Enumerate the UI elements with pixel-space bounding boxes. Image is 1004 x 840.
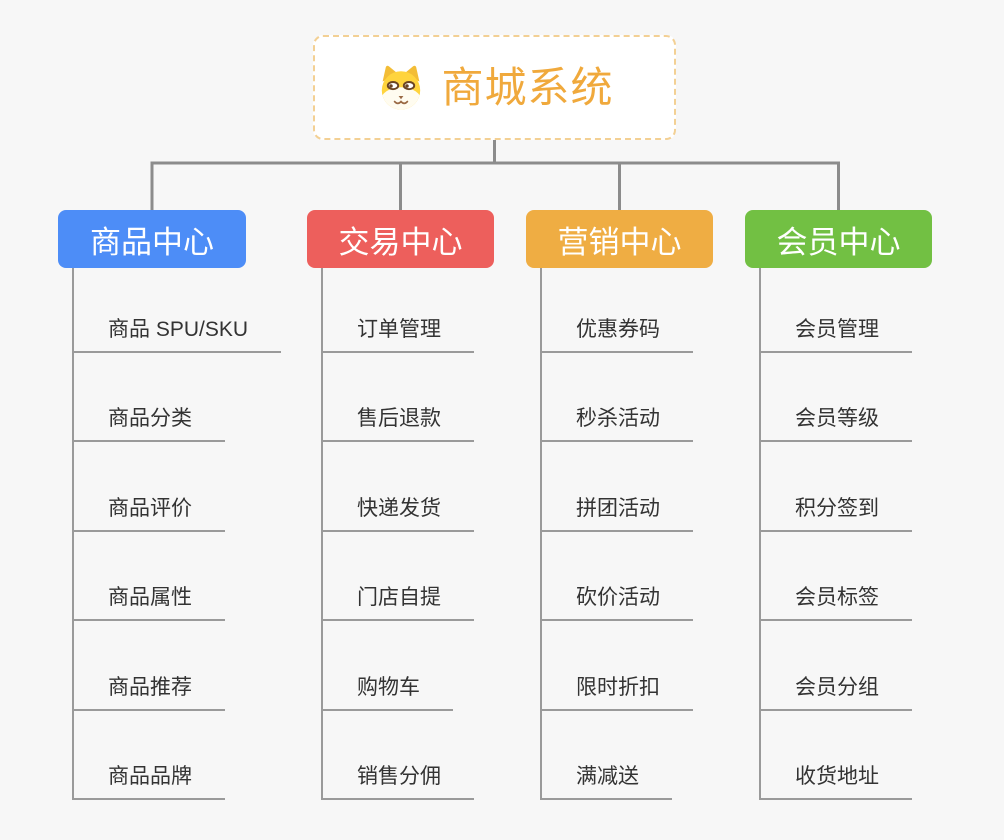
child-topic[interactable]: 快递发货 <box>323 442 474 532</box>
branch-connector-outer <box>150 161 840 211</box>
child-topic[interactable]: 商品品牌 <box>74 711 225 800</box>
root-title: 商城系统 <box>441 63 614 111</box>
child-topic[interactable]: 售后退款 <box>323 353 474 443</box>
child-topic[interactable]: 商品 SPU/SKU <box>74 268 282 353</box>
child-topic[interactable]: 秒杀活动 <box>542 353 693 443</box>
branch-node-trade-center[interactable]: 交易中心 <box>307 210 494 268</box>
root-node[interactable]: 商城系统 <box>313 35 676 140</box>
child-topic[interactable]: 购物车 <box>323 621 453 711</box>
branch-node-member-center[interactable]: 会员中心 <box>745 210 932 268</box>
child-topic[interactable]: 会员标签 <box>761 532 912 622</box>
child-topic[interactable]: 砍价活动 <box>542 532 693 622</box>
branch-children-product: 商品 SPU/SKU 商品分类 商品评价 商品属性 商品推荐 商品品牌 <box>72 268 282 800</box>
branch-children-trade: 订单管理 售后退款 快递发货 门店自提 购物车 销售分佣 <box>321 268 474 800</box>
dog-face-icon <box>375 64 427 112</box>
child-topic[interactable]: 订单管理 <box>323 268 474 353</box>
child-topic[interactable]: 限时折扣 <box>542 621 693 711</box>
branch-children-marketing: 优惠券码 秒杀活动 拼团活动 砍价活动 限时折扣 满减送 <box>540 268 693 800</box>
child-topic[interactable]: 会员等级 <box>761 353 912 443</box>
branch-node-marketing-center[interactable]: 营销中心 <box>526 210 713 268</box>
child-topic[interactable]: 拼团活动 <box>542 442 693 532</box>
branch-children-member: 会员管理 会员等级 积分签到 会员标签 会员分组 收货地址 <box>759 268 912 800</box>
child-topic[interactable]: 会员管理 <box>761 268 912 353</box>
child-topic[interactable]: 门店自提 <box>323 532 474 622</box>
child-topic[interactable]: 销售分佣 <box>323 711 474 800</box>
child-topic[interactable]: 收货地址 <box>761 711 912 800</box>
child-topic[interactable]: 满减送 <box>542 711 672 800</box>
child-topic[interactable]: 商品分类 <box>74 353 225 443</box>
child-topic[interactable]: 会员分组 <box>761 621 912 711</box>
child-topic[interactable]: 积分签到 <box>761 442 912 532</box>
branch-node-product-center[interactable]: 商品中心 <box>58 210 246 268</box>
child-topic[interactable]: 优惠券码 <box>542 268 693 353</box>
child-topic[interactable]: 商品属性 <box>74 532 225 622</box>
child-topic[interactable]: 商品评价 <box>74 442 225 532</box>
child-topic[interactable]: 商品推荐 <box>74 621 225 711</box>
